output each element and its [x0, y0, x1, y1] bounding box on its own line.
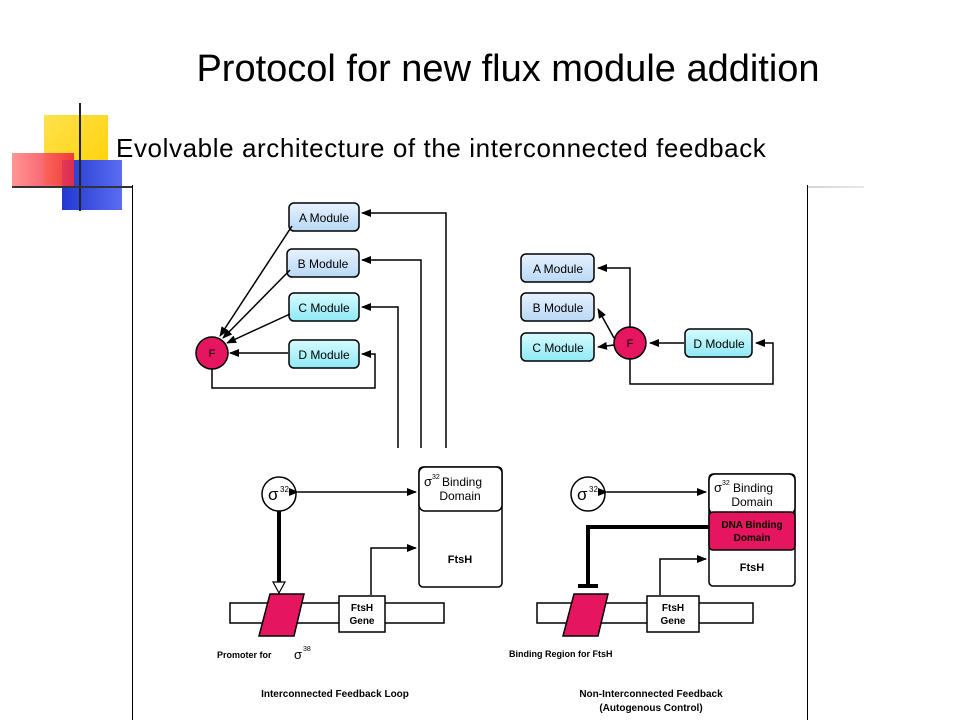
right-b-module-box — [520, 292, 595, 322]
deco-vertical-line — [79, 103, 81, 211]
right-bd-line1: Binding — [733, 481, 773, 495]
right-dna-binding-domain-box — [708, 511, 796, 551]
right-c-module-box — [520, 332, 595, 362]
right-sigma-sup: 32 — [589, 485, 598, 494]
left-sigma-sup: 32 — [280, 485, 289, 494]
left-promoter-region — [258, 593, 305, 637]
right-binding-region — [562, 593, 609, 637]
left-b-module-box — [286, 248, 360, 278]
right-sigma-symbol: σ — [577, 485, 588, 504]
right-bd-line2: Domain — [731, 495, 772, 509]
left-b-module-label: B Module — [298, 257, 349, 271]
slide-title: Protocol for new flux module addition — [196, 48, 820, 90]
left-dna-strip — [229, 602, 445, 624]
right-caption-line2: (Autogenous Control) — [599, 703, 702, 714]
left-promoter-sigma: σ — [294, 647, 302, 662]
right-bd-sigma-sup: 32 — [722, 480, 730, 487]
right-ftsh-protein-label: FtsH — [740, 562, 765, 574]
right-d-module-box — [684, 328, 753, 358]
left-gene-line2: Gene — [349, 616, 374, 627]
left-bd-line1: Binding — [442, 475, 482, 489]
left-gene-line1: FtsH — [351, 603, 373, 614]
left-ftsh-gene-box — [338, 595, 386, 633]
left-a-module-label: A Module — [299, 211, 349, 225]
right-gene-line2: Gene — [660, 616, 685, 627]
left-promoter-sigma-sup: 38 — [303, 646, 311, 653]
deco-red-square — [12, 153, 74, 188]
left-ftsh-protein-label: FtsH — [448, 554, 473, 566]
right-dna-binding-line2: Domain — [734, 533, 771, 544]
left-a-module-box — [288, 202, 360, 232]
right-d-module-label: D Module — [693, 337, 745, 351]
left-f-label: F — [209, 348, 216, 360]
left-bd-sigma: σ — [424, 474, 432, 489]
left-binding-domain-box — [418, 466, 503, 512]
left-sigma-symbol: σ — [268, 485, 279, 504]
right-caption-line1: Non-Interconnected Feedback — [579, 689, 723, 700]
left-c-module-label: C Module — [298, 301, 350, 315]
left-d-module-label: D Module — [298, 348, 350, 362]
left-diagram — [195, 202, 503, 637]
left-d-module-box — [288, 339, 360, 369]
right-c-module-label: C Module — [532, 341, 584, 355]
slide-subtitle: Evolvable architecture of the interconne… — [116, 133, 767, 163]
left-bd-line2: Domain — [439, 489, 480, 503]
right-b-module-label: B Module — [533, 301, 584, 315]
left-promoter-label: Promoter for — [217, 650, 272, 660]
right-f-label: F — [627, 338, 634, 350]
left-bd-sigma-sup: 32 — [432, 474, 440, 481]
right-diagram — [520, 253, 796, 637]
right-binding-region-label: Binding Region for FtsH — [509, 649, 613, 659]
right-a-module-label: A Module — [533, 262, 583, 276]
right-a-module-box — [520, 253, 595, 283]
left-caption: Interconnected Feedback Loop — [261, 689, 409, 700]
right-dna-binding-line1: DNA Binding — [721, 520, 782, 531]
right-gene-line1: FtsH — [662, 603, 684, 614]
left-c-module-box — [288, 292, 360, 322]
right-bd-sigma: σ — [714, 480, 722, 495]
right-ftsh-gene-box — [646, 595, 700, 633]
